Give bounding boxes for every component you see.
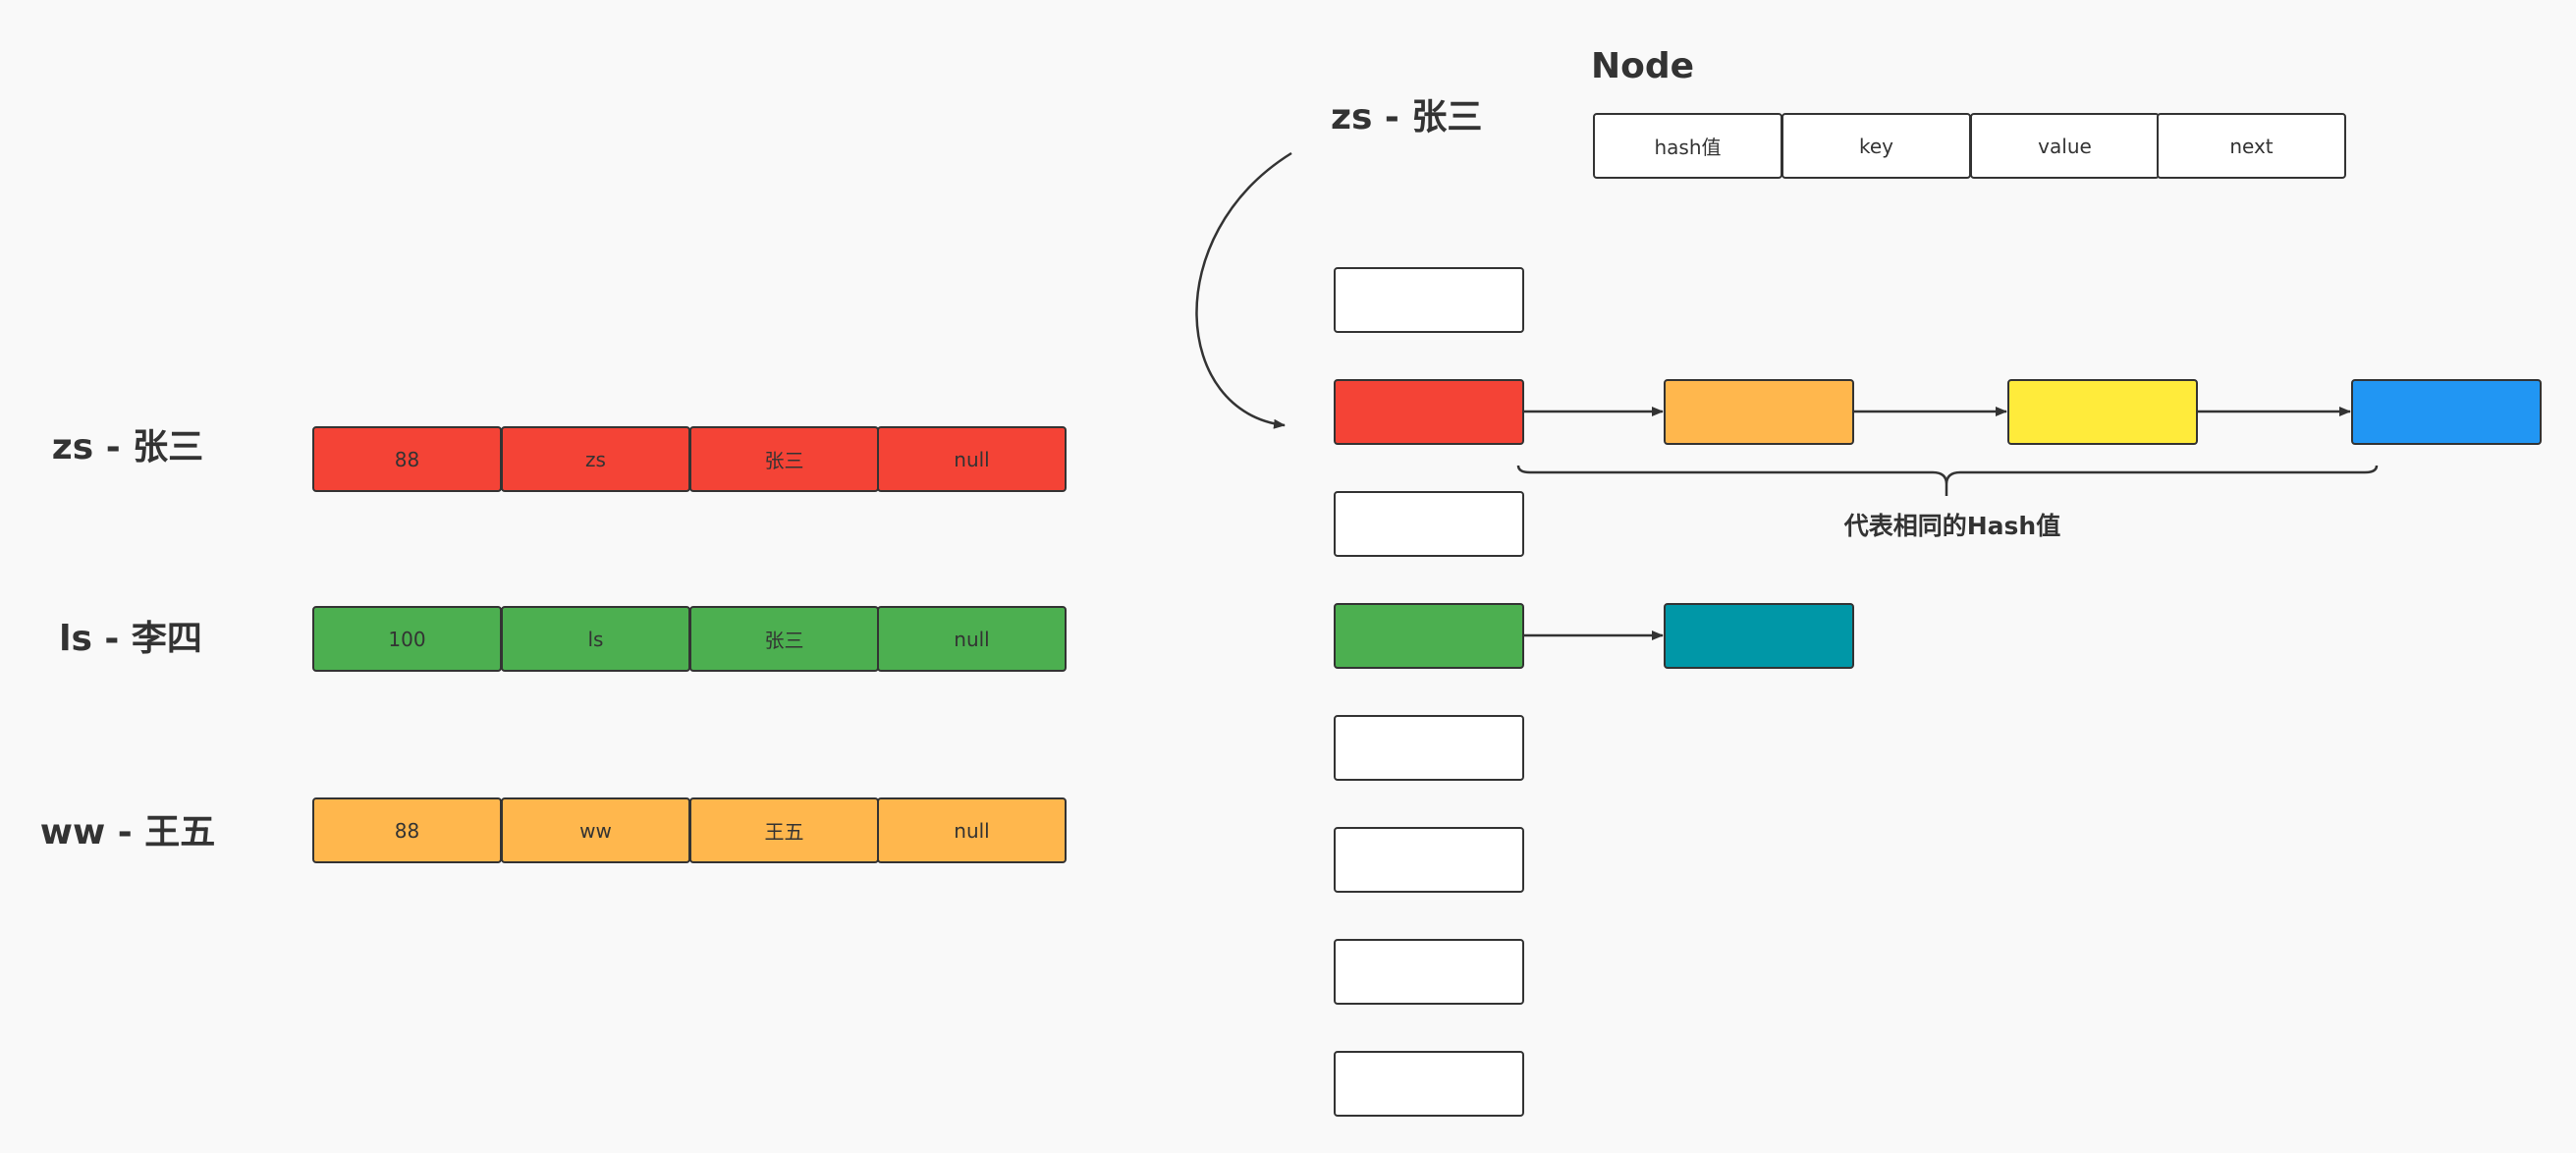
bucket-0 (1334, 267, 1524, 333)
bucket-7 (1334, 1051, 1524, 1117)
node-field-value: value (1970, 113, 2160, 179)
chain-node-blue (2351, 379, 2542, 445)
bucket-3 (1334, 603, 1524, 669)
row-ww-cell-value: 王五 (689, 797, 879, 863)
row-ls-cell-next: null (877, 606, 1067, 672)
row-zs-cell-next: null (877, 426, 1067, 492)
chain-node-orange (1664, 379, 1854, 445)
same-hash-brace (1516, 465, 2379, 496)
row-zs-cell-hash: 88 (312, 426, 502, 492)
row-ls-cell-hash: 100 (312, 606, 502, 672)
chain-node-yellow (2007, 379, 2198, 445)
row-ww-cell-key: ww (501, 797, 690, 863)
row-zs-cell-key: zs (501, 426, 690, 492)
row-label-zs: zs - 张三 (51, 427, 204, 467)
brace-caption: 代表相同的Hash值 (1843, 512, 2061, 540)
insert-curve-arrow (1195, 151, 1292, 429)
row-ww-cell-next: null (877, 797, 1067, 863)
row-label-ww: ww - 王五 (39, 812, 216, 852)
bucket-6 (1334, 939, 1524, 1005)
row-zs-cell-value: 张三 (689, 426, 879, 492)
bucket-2 (1334, 491, 1524, 557)
node-field-next: next (2157, 113, 2346, 179)
node-field-key: key (1781, 113, 1971, 179)
incoming-entry-label: zs - 张三 (1331, 97, 1483, 137)
node-title: Node (1591, 46, 1695, 86)
row-ww-cell-hash: 88 (312, 797, 502, 863)
row-ls-cell-key: ls (501, 606, 690, 672)
row-ls-cell-value: 张三 (689, 606, 879, 672)
bucket-1 (1334, 379, 1524, 445)
bucket-5 (1334, 827, 1524, 893)
bucket-4 (1334, 715, 1524, 781)
chain-node-teal (1664, 603, 1854, 669)
row-label-ls: ls - 李四 (59, 619, 202, 659)
node-field-hash: hash值 (1593, 113, 1782, 179)
